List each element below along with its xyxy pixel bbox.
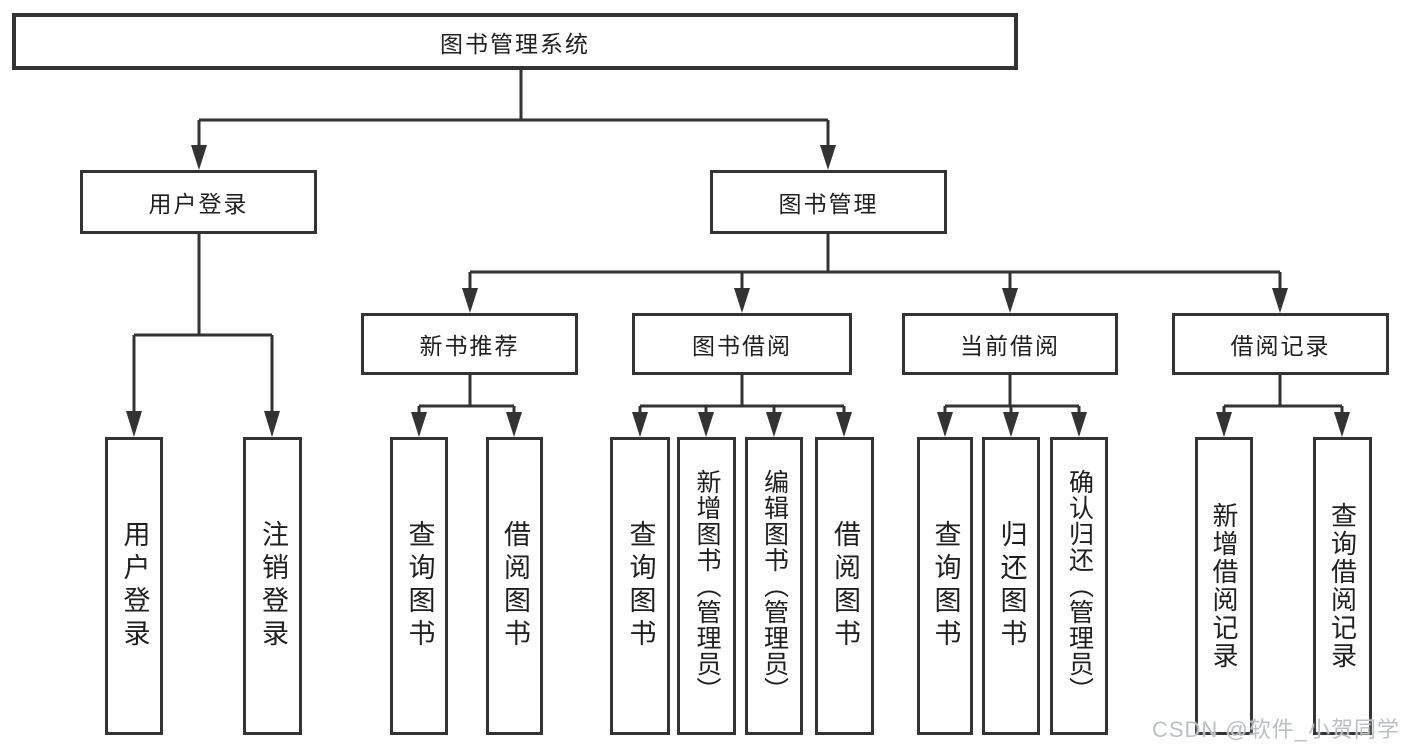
leaf-query-books-borrowing: 查询图书 — [610, 437, 670, 735]
leaf-return-books: 归还图书 — [982, 437, 1040, 735]
node-borrow-records: 借阅记录 — [1172, 313, 1389, 375]
leaf-query-books-recommend: 查询图书 — [390, 437, 448, 735]
leaf-borrow-books-recommend: 借阅图书 — [486, 437, 543, 735]
leaf-add-books-admin: 新增图书（管理员） — [677, 437, 736, 735]
connector-book-management-children — [462, 234, 1288, 313]
node-label: 查询图书 — [404, 520, 435, 652]
leaf-query-books-current: 查询图书 — [917, 437, 973, 735]
node-label: 新增借阅记录 — [1209, 502, 1239, 670]
node-label: 查询图书 — [930, 520, 961, 652]
leaf-add-borrow-record: 新增借阅记录 — [1195, 437, 1253, 735]
node-user-login: 用户登录 — [80, 170, 317, 234]
leaf-logout: 注销登录 — [243, 437, 302, 735]
leaf-borrow-books-borrowing: 借阅图书 — [815, 437, 874, 735]
node-label: 查询借阅记录 — [1327, 502, 1358, 670]
node-label: 当前借阅 — [960, 333, 1060, 359]
node-label: 归还图书 — [996, 520, 1027, 652]
connector-root-to-level2 — [191, 70, 836, 170]
node-label: 确认归还（管理员） — [1065, 469, 1094, 703]
node-library-management-system: 图书管理系统 — [12, 13, 1018, 70]
connector-user-login-children — [126, 234, 280, 437]
csdn-watermark: CSDN @软件_小贺同学 — [1151, 717, 1400, 742]
node-current-borrowing: 当前借阅 — [902, 313, 1118, 375]
node-new-book-recommend: 新书推荐 — [361, 313, 578, 375]
node-label: 注销登录 — [258, 520, 288, 652]
node-book-management: 图书管理 — [710, 170, 947, 234]
node-label: 新增图书（管理员） — [693, 469, 721, 703]
node-label: 图书借阅 — [692, 333, 792, 359]
connector-new-book-recommend-children — [411, 375, 522, 437]
node-label: 借阅图书 — [830, 520, 860, 652]
node-label: 借阅图书 — [500, 520, 530, 652]
node-label: 查询图书 — [625, 520, 656, 652]
node-label: 编辑图书（管理员） — [760, 469, 789, 703]
connector-borrow-records-children — [1216, 375, 1350, 437]
leaf-edit-books-admin: 编辑图书（管理员） — [745, 437, 803, 735]
node-label: 新书推荐 — [419, 333, 520, 359]
leaf-confirm-return-admin: 确认归还（管理员） — [1050, 437, 1108, 735]
node-label: 图书管理 — [778, 191, 879, 217]
connector-current-borrowing-children — [937, 375, 1087, 437]
leaf-query-borrow-record: 查询借阅记录 — [1313, 437, 1372, 735]
node-label: 用户登录 — [119, 520, 150, 652]
node-label: 图书管理系统 — [440, 30, 590, 57]
connector-book-borrowing-children — [632, 375, 852, 437]
node-label: 借阅记录 — [1230, 333, 1331, 359]
leaf-user-login: 用户登录 — [105, 437, 163, 735]
node-book-borrowing: 图书借阅 — [632, 313, 852, 375]
node-label: 用户登录 — [148, 191, 249, 217]
